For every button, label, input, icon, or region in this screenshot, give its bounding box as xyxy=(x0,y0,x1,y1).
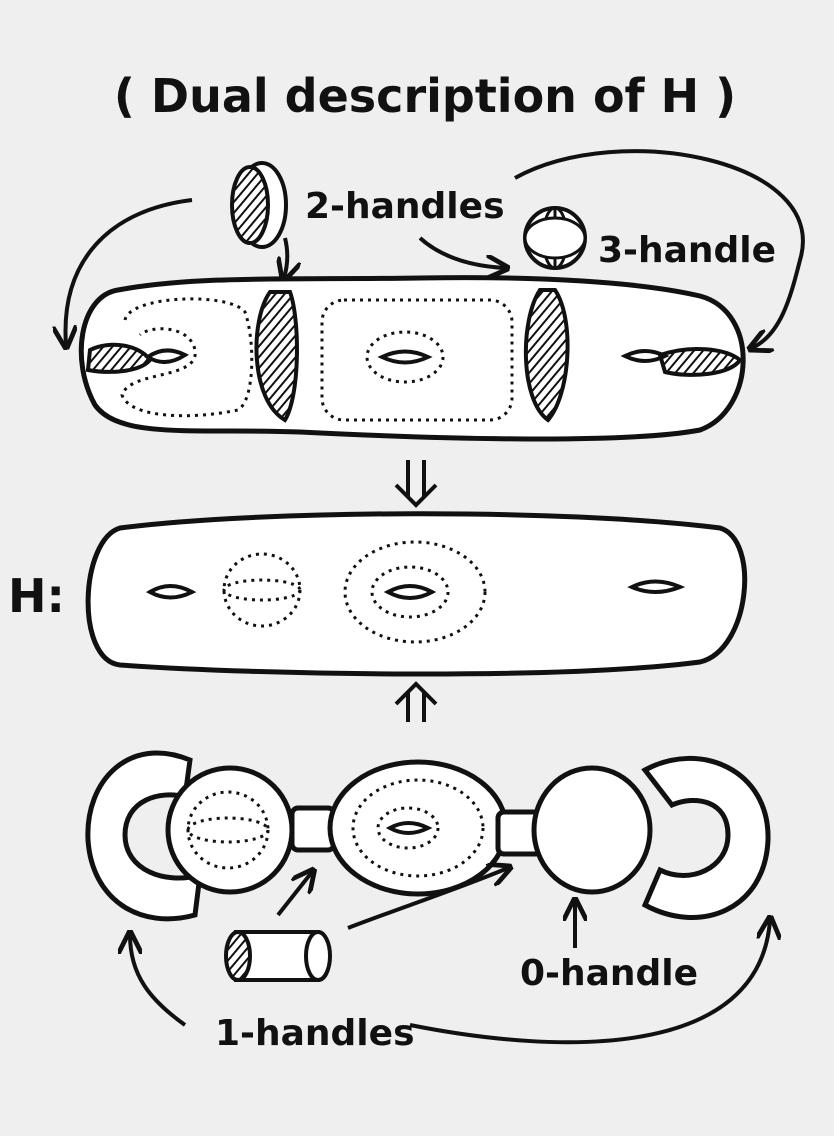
label-3-handle: 3-handle xyxy=(598,230,776,271)
label-1-handles: 1-handles xyxy=(215,1013,415,1054)
curved-arrows-top xyxy=(66,149,805,348)
two-handle-disk-icon xyxy=(230,161,288,249)
double-arrow-down xyxy=(394,460,438,508)
label-arrows-bottom xyxy=(130,868,770,1045)
bottom-0-and-1-handles xyxy=(85,750,771,922)
label-h: H: xyxy=(8,569,65,623)
label-2-handles: 2-handles xyxy=(305,186,505,227)
double-arrow-up xyxy=(394,681,438,722)
one-handle-tube-icon xyxy=(224,930,332,982)
top-surface-with-2-handles xyxy=(78,275,746,442)
label-0-handle: 0-handle xyxy=(520,953,698,994)
label-arrows-top xyxy=(284,236,505,278)
diagram-title: ( Dual description of H ) xyxy=(114,69,736,123)
surface-h xyxy=(85,511,748,677)
three-handle-ball-icon xyxy=(523,206,587,270)
